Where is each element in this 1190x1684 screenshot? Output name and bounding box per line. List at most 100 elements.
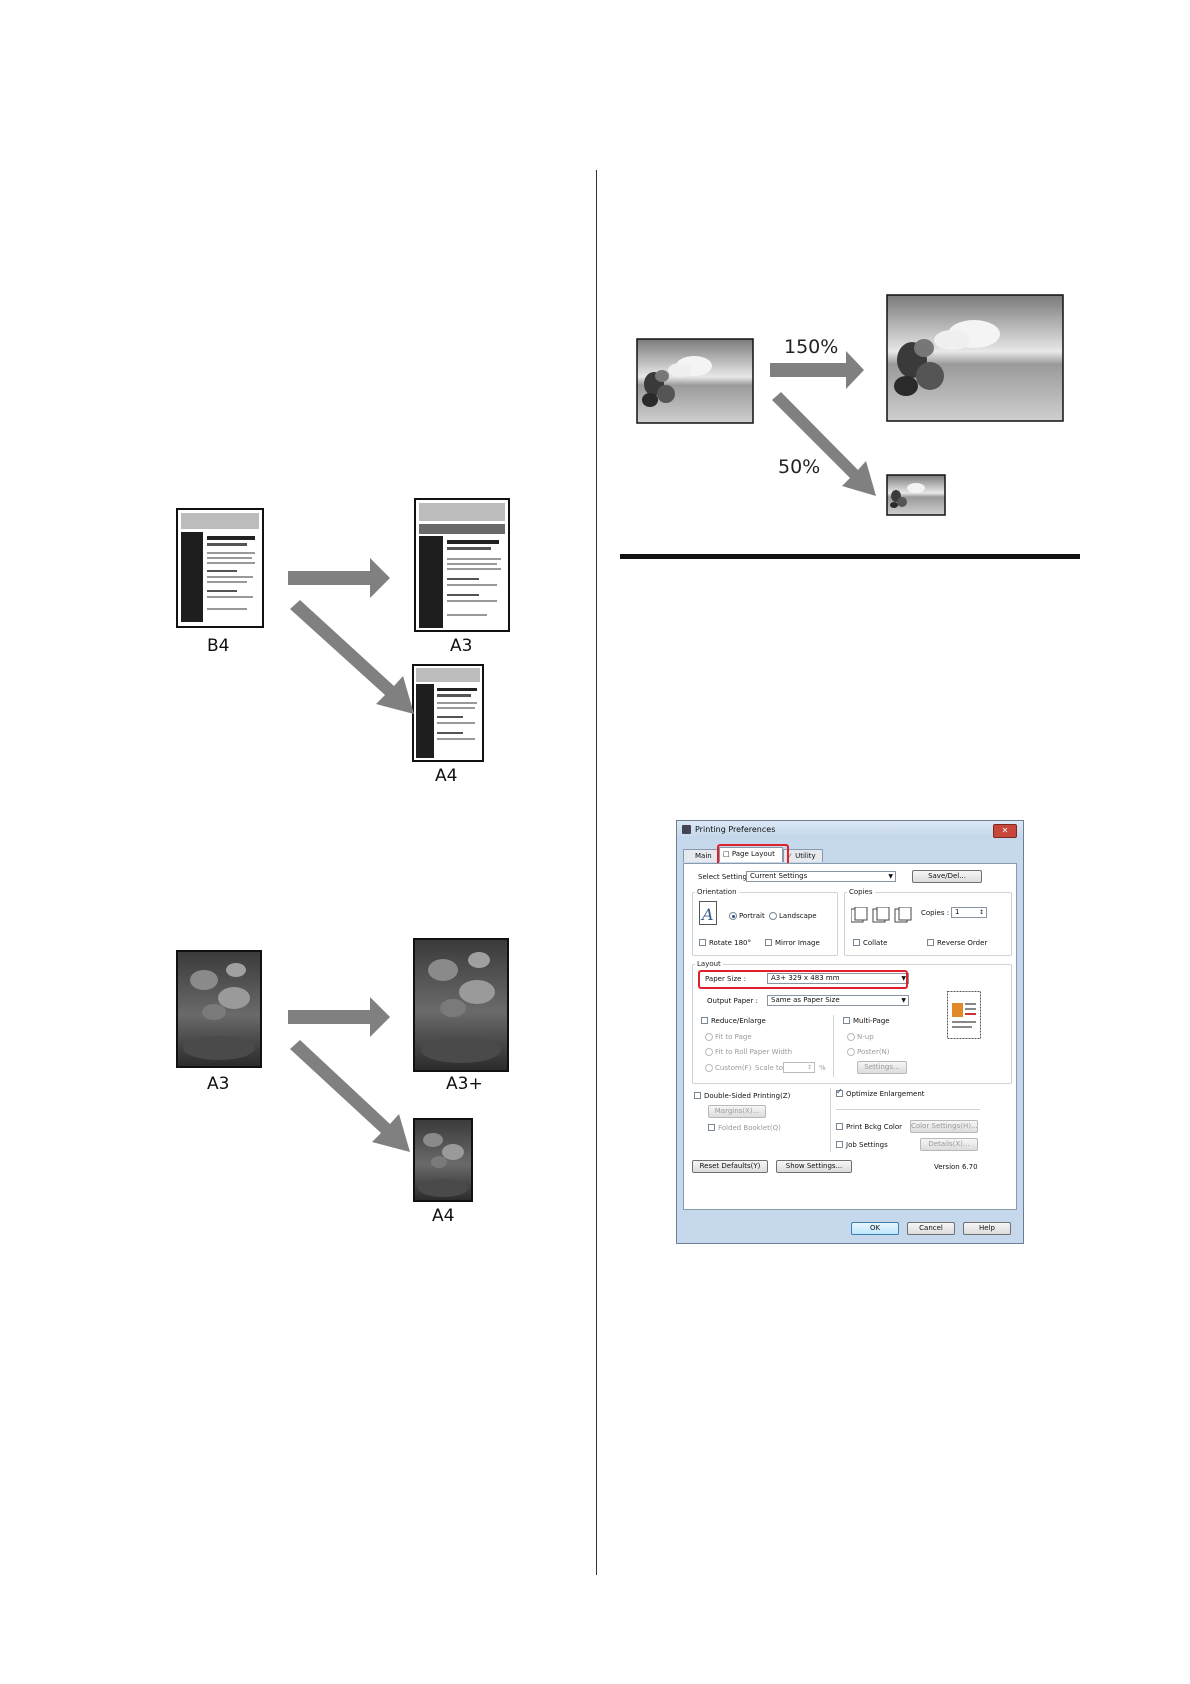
label-a4-photo: A4 [432, 1206, 455, 1226]
tab-main[interactable]: Main [683, 849, 721, 862]
page-thumbnail-a4 [412, 664, 484, 762]
poster-radio[interactable] [847, 1048, 855, 1056]
copies-title: Copies [847, 888, 875, 896]
mirror-image-checkbox[interactable] [765, 939, 772, 946]
label-b4: B4 [207, 636, 230, 656]
collate-checkbox[interactable] [853, 939, 860, 946]
select-setting-label: Select Setting : [698, 873, 752, 881]
arrow-down-right-icon [290, 600, 414, 714]
section-rule [620, 554, 1080, 559]
close-button[interactable]: ✕ [993, 824, 1017, 838]
landscape-label: Landscape [779, 912, 817, 920]
copies-label: Copies : [921, 909, 950, 917]
dialog-titlebar: Printing Preferences ✕ [677, 821, 1023, 839]
help-button[interactable]: Help [963, 1222, 1011, 1235]
dialog-title: Printing Preferences [695, 825, 776, 834]
optimize-enlargement-label: Optimize Enlargement [846, 1090, 925, 1098]
cancel-button[interactable]: Cancel [907, 1222, 955, 1235]
page-icon: □ [723, 850, 730, 858]
scale-to-label: Scale to [755, 1064, 784, 1072]
percent-label: % [819, 1064, 826, 1072]
beach-thumbnail-enlarged [886, 294, 1064, 422]
tab-page-layout-label: Page Layout [731, 850, 775, 858]
margins-button[interactable]: Margins(X)... [708, 1105, 766, 1118]
printing-preferences-dialog: Printing Preferences ✕ Main □ Page Layou… [676, 820, 1024, 1244]
label-a3: A3 [450, 636, 473, 656]
print-bckg-color-label: Print Bckg Color [846, 1123, 902, 1131]
wrench-icon: ✓ [787, 852, 793, 860]
tab-utility-label: Utility [795, 852, 816, 860]
output-paper-label: Output Paper : [707, 997, 758, 1005]
multi-page-label: Multi-Page [853, 1017, 890, 1025]
copies-group: Copies Copies : 1 ↕ Collate Reverse Orde… [844, 888, 1012, 956]
column-divider [596, 170, 597, 1575]
show-settings-button[interactable]: Show Settings... [776, 1160, 852, 1173]
print-preview-icon [947, 991, 981, 1039]
arrow-right-icon [288, 558, 390, 598]
arrow-down-right-icon [772, 392, 876, 496]
landscape-radio[interactable] [769, 912, 777, 920]
fit-to-page-radio[interactable] [705, 1033, 713, 1041]
photo-thumbnail-a3plus [413, 938, 509, 1072]
print-bckg-color-checkbox[interactable] [836, 1123, 843, 1130]
color-settings-button[interactable]: Color Settings(H)... [910, 1120, 978, 1133]
portrait-radio[interactable] [729, 912, 737, 920]
select-setting-dropdown[interactable]: Current Settings ▼ [746, 871, 896, 882]
output-paper-dropdown[interactable]: Same as Paper Size ▼ [767, 995, 909, 1006]
version-text: Version 6.70 [934, 1163, 978, 1171]
svg-text:A: A [700, 905, 714, 924]
optimize-enlargement-checkbox[interactable] [836, 1087, 843, 1097]
chevron-down-icon: ▼ [901, 997, 906, 1004]
reverse-order-checkbox[interactable] [927, 939, 934, 946]
spinner-icon: ↕ [806, 1064, 812, 1071]
output-paper-value: Same as Paper Size [771, 996, 840, 1004]
collate-label: Collate [863, 939, 888, 947]
paper-size-dropdown[interactable]: A3+ 329 x 483 mm ▼ [767, 973, 909, 984]
page-thumbnail-b4 [176, 508, 264, 628]
rotate-180-checkbox[interactable] [699, 939, 706, 946]
save-del-button[interactable]: Save/Del... [912, 870, 982, 883]
reduce-enlarge-checkbox[interactable] [701, 1017, 708, 1024]
n-up-radio[interactable] [847, 1033, 855, 1041]
folded-booklet-checkbox[interactable] [708, 1124, 715, 1131]
layout-separator [833, 1015, 834, 1077]
collate-stack-icon [851, 907, 912, 923]
orientation-title: Orientation [695, 888, 739, 896]
tab-page-layout[interactable]: □ Page Layout [719, 847, 783, 862]
copies-value: 1 [955, 908, 960, 916]
arrow-down-right-icon [290, 1040, 410, 1152]
paper-size-label: Paper Size : [705, 975, 747, 983]
label-50-percent: 50% [778, 456, 821, 478]
orientation-group: Orientation A Portrait Landscape Rotate … [692, 888, 838, 956]
lower-right-rule [836, 1109, 980, 1110]
custom-radio[interactable] [705, 1064, 713, 1072]
printer-icon [682, 825, 691, 834]
reset-defaults-button[interactable]: Reset Defaults(Y) [692, 1160, 768, 1173]
paper-size-value: A3+ 329 x 483 mm [771, 974, 840, 982]
portrait-label: Portrait [739, 912, 765, 920]
beach-thumbnail-reduced [886, 474, 946, 516]
scale-to-input[interactable]: ↕ [783, 1062, 815, 1073]
label-150-percent: 150% [784, 336, 839, 358]
ok-button[interactable]: OK [851, 1222, 899, 1235]
tab-utility[interactable]: ✓ Utility [783, 849, 823, 862]
custom-label: Custom(F) [715, 1064, 752, 1072]
copies-input[interactable]: 1 ↕ [951, 907, 987, 918]
arrow-right-icon [770, 351, 864, 389]
double-sided-checkbox[interactable] [694, 1092, 701, 1099]
highlight-paper-size [698, 970, 908, 989]
portrait-letter-a-icon: A [699, 901, 717, 925]
details-button[interactable]: Details(X)... [920, 1138, 978, 1151]
multi-page-checkbox[interactable] [843, 1017, 850, 1024]
rotate-180-label: Rotate 180° [709, 939, 752, 947]
layout-title: Layout [695, 960, 723, 968]
reduce-enlarge-label: Reduce/Enlarge [711, 1017, 766, 1025]
tab-main-label: Main [695, 852, 712, 860]
label-a3plus: A3+ [446, 1074, 483, 1094]
label-a3-photo: A3 [207, 1074, 230, 1094]
multi-page-settings-button[interactable]: Settings... [857, 1061, 907, 1074]
mirror-image-label: Mirror Image [775, 939, 820, 947]
reverse-order-label: Reverse Order [937, 939, 988, 947]
job-settings-checkbox[interactable] [836, 1141, 843, 1148]
fit-roll-width-radio[interactable] [705, 1048, 713, 1056]
